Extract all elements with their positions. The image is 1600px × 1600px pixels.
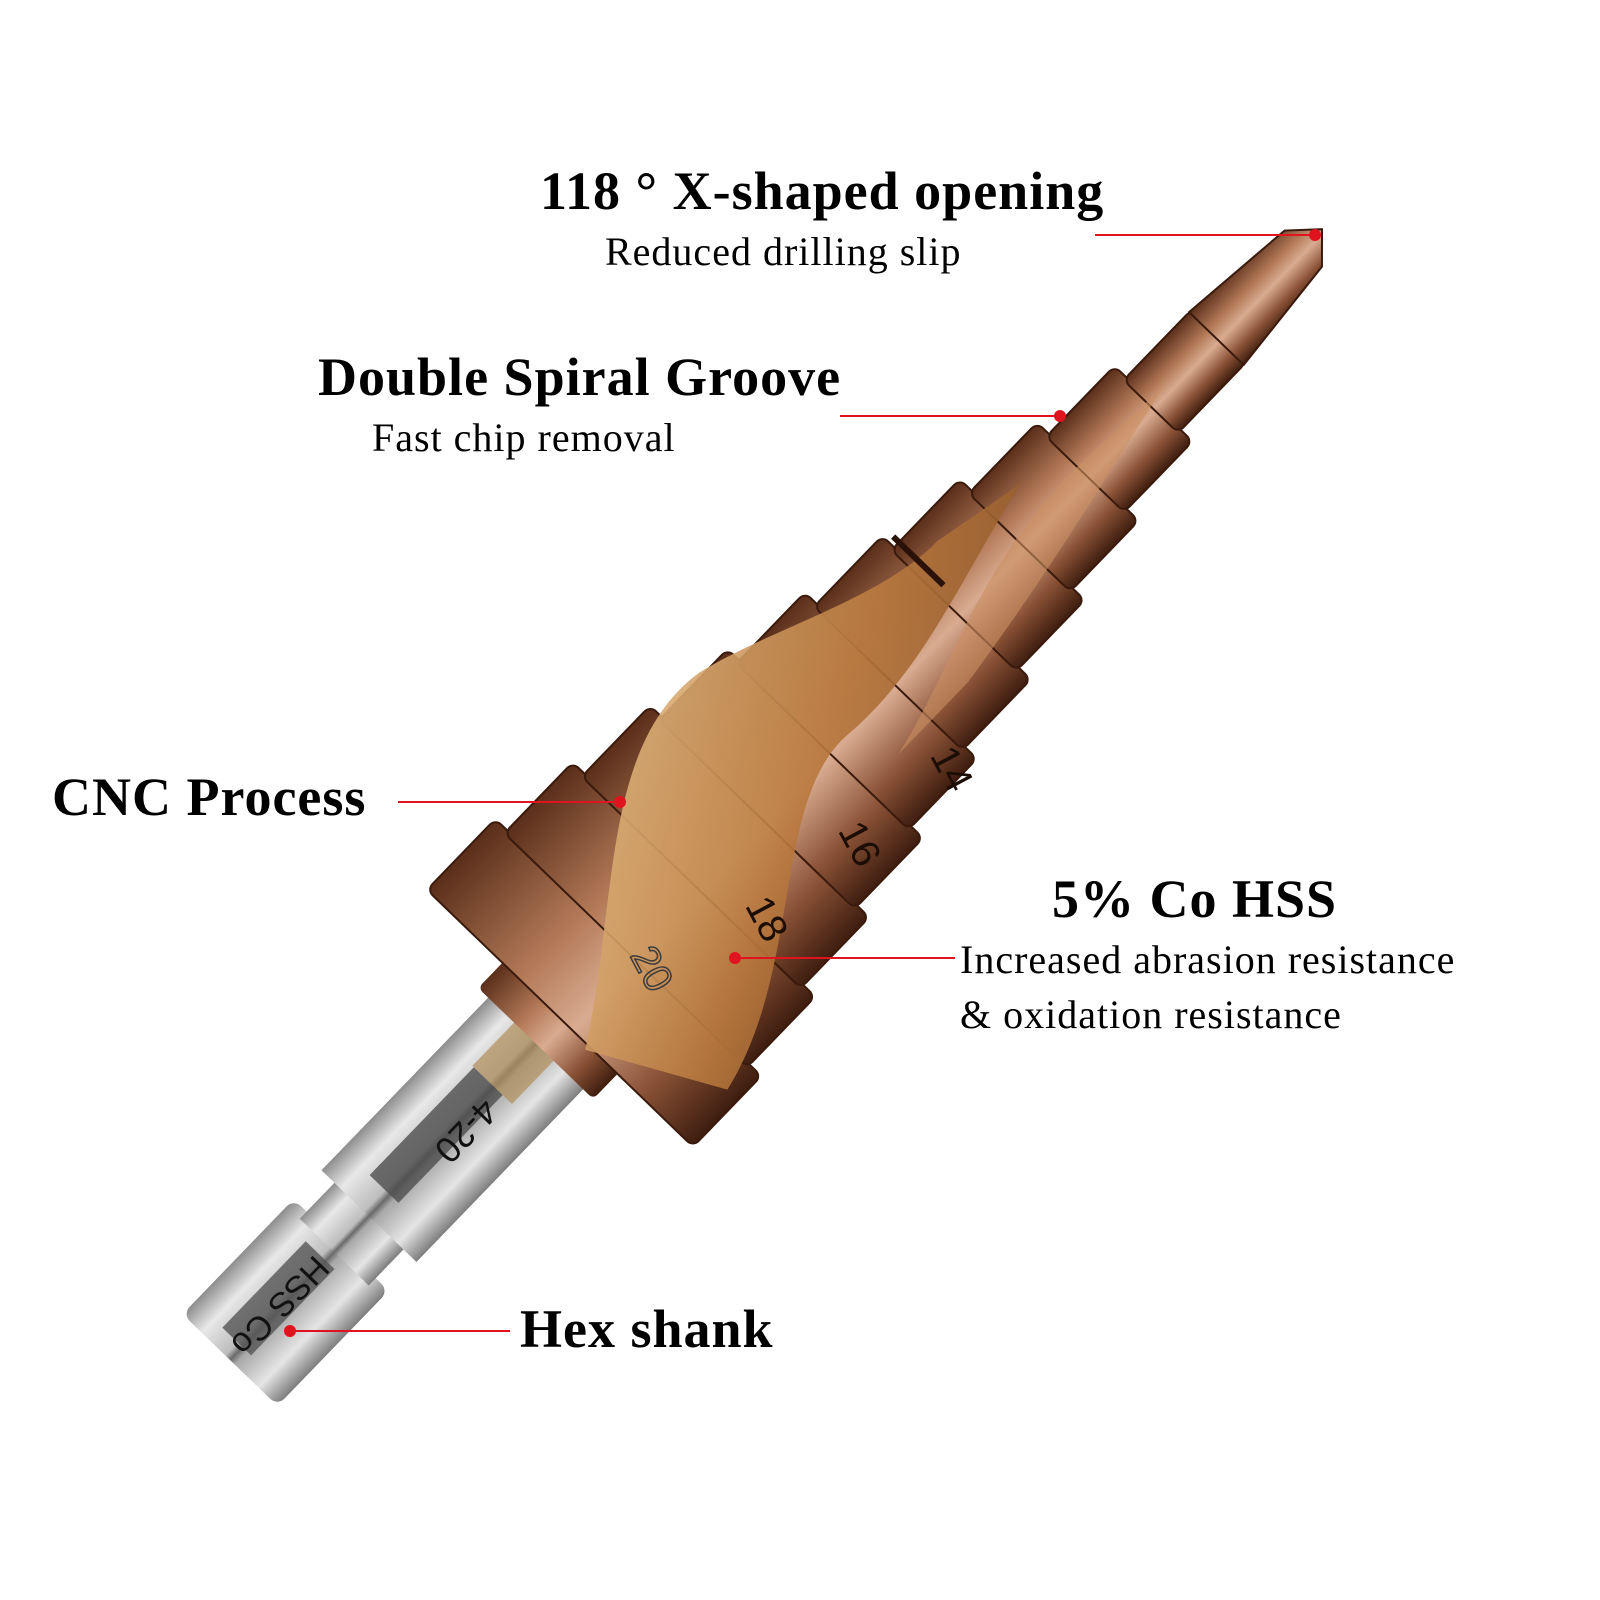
callout-dot-cnc <box>614 796 626 808</box>
callout-dot-shank <box>284 1325 296 1337</box>
collar <box>480 961 619 1097</box>
callout-dot-tip <box>1309 229 1321 241</box>
callout-title-material: 5% Co HSS <box>1052 869 1338 929</box>
drill-body: HSS Co 4-20 <box>186 228 1324 1402</box>
callout-dot-groove <box>1054 410 1066 422</box>
callout-subtitle-material-2: & oxidation resistance <box>960 992 1342 1037</box>
callout-title-opening: 118 ° X-shaped opening <box>540 161 1105 221</box>
callout-title-groove: Double Spiral Groove <box>318 347 842 407</box>
callout-dot-material <box>729 952 741 964</box>
spiral-groove <box>585 483 1021 1090</box>
callout-title-shank: Hex shank <box>520 1299 774 1359</box>
drill-tip <box>1187 228 1324 367</box>
callout-subtitle-opening: Reduced drilling slip <box>605 229 962 274</box>
groove-slot <box>891 534 946 588</box>
callout-subtitle-groove: Fast chip removal <box>372 415 676 460</box>
callout-subtitle-material-1: Increased abrasion resistance <box>960 937 1456 982</box>
callout-title-cnc: CNC Process <box>52 767 367 827</box>
